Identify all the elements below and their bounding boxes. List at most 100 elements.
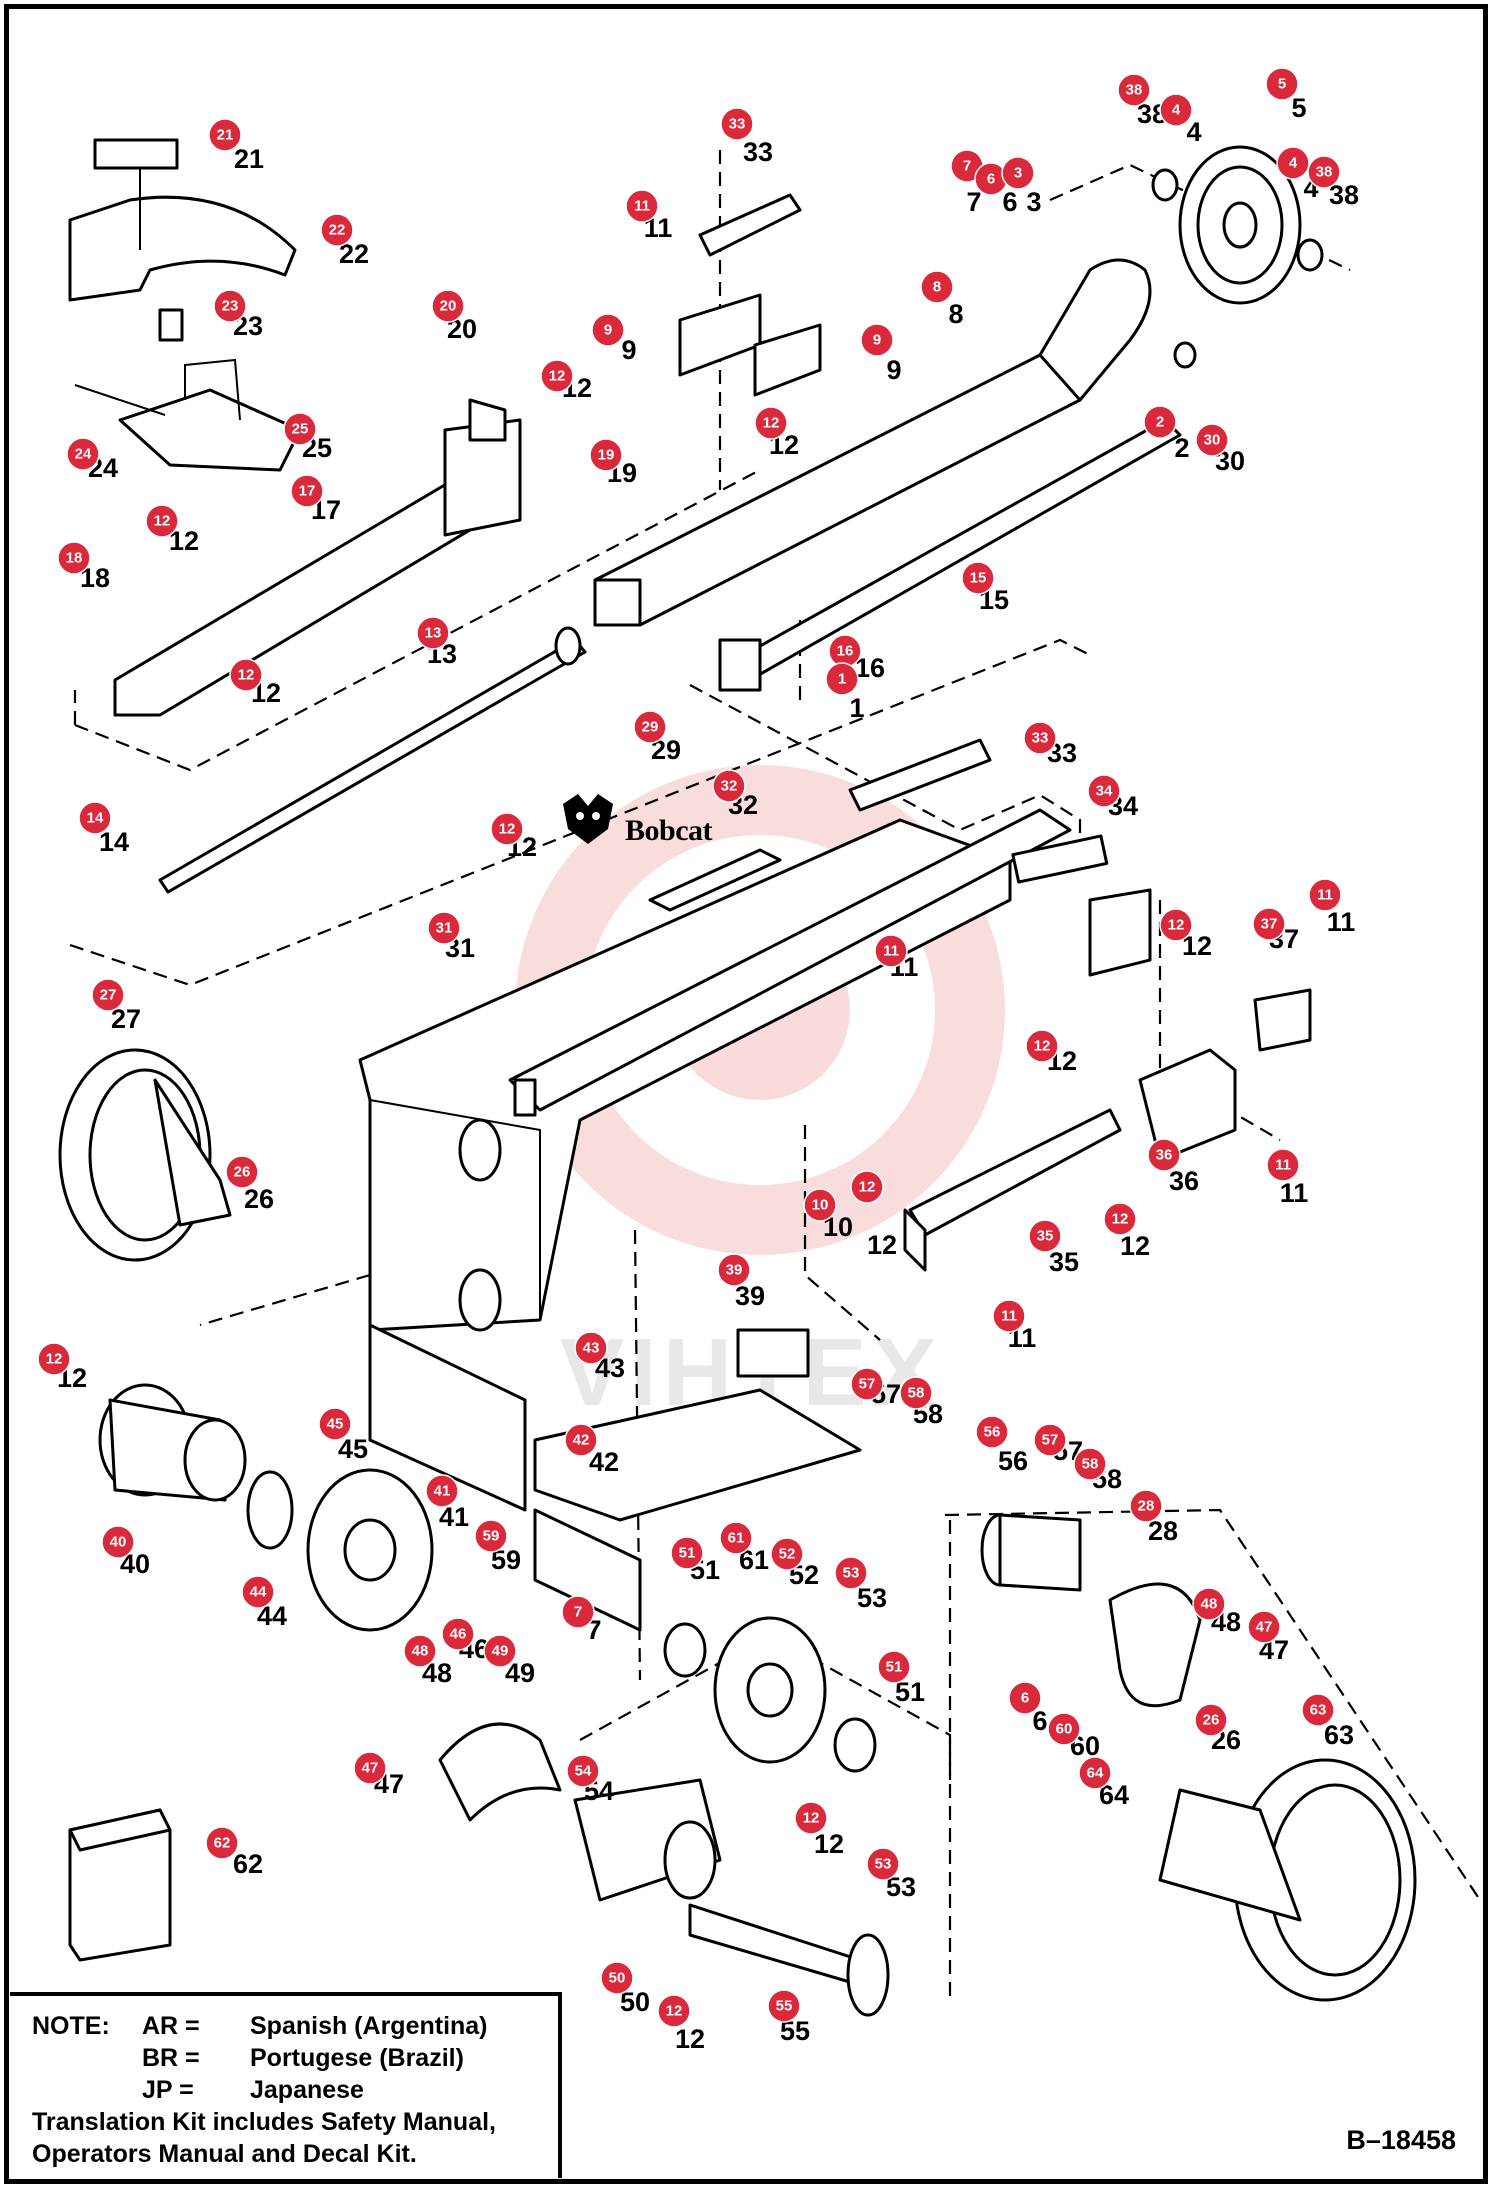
part-number-label: 4: [1186, 117, 1201, 147]
callout-badge-number: 47: [362, 1760, 379, 1777]
callout-badge: [1159, 908, 1193, 942]
callout-badge: [1147, 1138, 1181, 1172]
note-language: Portugese (Brazil): [250, 2044, 464, 2072]
callout-badge: [767, 1989, 801, 2023]
callout-badge: [283, 412, 317, 446]
callout-badge-number: 44: [250, 1584, 267, 1601]
callout-badge: [427, 911, 461, 945]
callout-badge-number: 38: [1316, 164, 1333, 181]
callout-badge-number: 6: [1021, 1690, 1029, 1707]
callout-badge: [320, 213, 354, 247]
callout-badge: [1192, 1587, 1226, 1621]
callout-badge-number: 54: [575, 1763, 592, 1780]
part-number-label: 5: [1291, 93, 1306, 123]
note-line: Translation Kit includes Safety Manual,: [32, 2108, 496, 2136]
callout-badge: [1247, 1610, 1281, 1644]
callout-badge: [1159, 93, 1193, 127]
bobcat-logo: Bobcat: [553, 784, 753, 854]
callout-badge: [600, 1961, 634, 1995]
callout-badge: [770, 1537, 804, 1571]
callout-badge: [850, 1367, 884, 1401]
part-number-label: 21: [234, 144, 264, 174]
callout-badge-number: 56: [984, 1424, 1001, 1441]
callout-badge-number: 12: [46, 1351, 63, 1368]
callout-badge-number: 12: [499, 821, 516, 838]
part-number-label: 7: [966, 187, 981, 217]
callout-badge-number: 32: [721, 778, 738, 795]
callout-badge: [860, 323, 894, 357]
callout-badge-number: 37: [1261, 916, 1278, 933]
callout-badge-number: 20: [440, 298, 457, 315]
part-number-label: 56: [998, 1446, 1028, 1476]
guard-35: [903, 1108, 1122, 1272]
callout-badge: [1308, 878, 1342, 912]
callout-badge-number: 13: [425, 625, 442, 642]
part-callout-4: 44: [1159, 93, 1202, 147]
callout-badge: [225, 1155, 259, 1189]
part-callout-4: 44: [1276, 146, 1319, 203]
note-line: Operators Manual and Decal Kit.: [32, 2140, 417, 2168]
callout-badge-number: 8: [933, 279, 941, 296]
callout-badge-number: 9: [873, 332, 881, 349]
callout-badge-number: 55: [776, 1998, 793, 2015]
callout-badge-number: 27: [100, 987, 117, 1004]
callout-badge: [1143, 405, 1177, 439]
part-number-label: 42: [589, 1447, 619, 1477]
callout-badge: [794, 1801, 828, 1835]
part-callout-5: 55: [1265, 67, 1307, 123]
callout-badge: [1073, 1447, 1107, 1481]
part-number-label: 11: [1327, 907, 1356, 937]
part-callout-6: 66: [1008, 1681, 1048, 1736]
callout-badge: [874, 934, 908, 968]
callout-badge: [403, 1634, 437, 1668]
callout-badge: [1033, 1423, 1067, 1457]
sprocket-45: [306, 1468, 434, 1632]
part-number-label: 1: [849, 693, 864, 723]
callout-badge-number: 23: [222, 298, 239, 315]
callout-badge: [591, 313, 625, 347]
callout-badge: [670, 1536, 704, 1570]
callout-badge-number: 31: [436, 920, 453, 937]
callout-badge: [1307, 155, 1341, 189]
callout-badge-number: 12: [154, 513, 171, 530]
callout-badge: [290, 474, 324, 508]
boom-8: [593, 258, 1152, 627]
callout-badge-number: 51: [679, 1545, 696, 1562]
callout-badge: [1276, 146, 1310, 180]
part-number-label: 6: [1002, 187, 1017, 217]
callout-badge: [66, 437, 100, 471]
drawing-border: [4, 4, 1488, 2184]
note-code: BR =: [142, 2044, 200, 2072]
callout-badge: [241, 1575, 275, 1609]
note-row: BR = Portugese (Brazil): [32, 2042, 558, 2074]
callout-badge-number: 48: [1201, 1596, 1218, 1613]
